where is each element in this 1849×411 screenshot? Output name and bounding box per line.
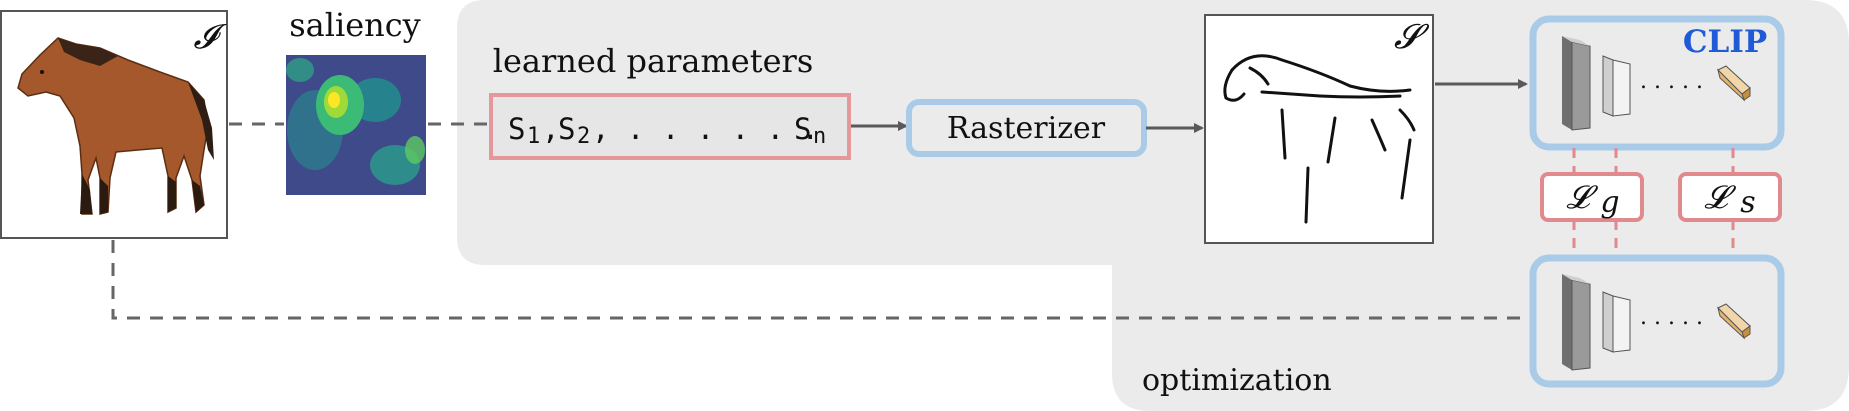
param-s1-sub: 1 (527, 124, 540, 149)
clip-layer-medium-bottom (1602, 291, 1631, 353)
dashed-connector-image-clip-bottom (111, 240, 1530, 320)
clip-dots-bottom: . . . . . (1640, 305, 1703, 330)
param-sn: S (794, 112, 811, 146)
rasterizer-label: Rasterizer (947, 111, 1106, 146)
clip-layer-small-bottom (1717, 303, 1751, 340)
input-image-panel: 𝓘 (0, 10, 228, 239)
semantic-loss-subscript: s (1740, 185, 1755, 220)
semantic-loss: 𝓛 s (1678, 172, 1782, 222)
param-sn-sub: n (813, 124, 826, 149)
learned-parameters-group: learned parameters S 1 , S 2 , . . . . .… (489, 42, 851, 160)
clip-layer-small-top (1717, 65, 1751, 102)
learned-parameters-box (489, 93, 851, 160)
clip-layer-large-top (1562, 36, 1591, 131)
clip-label: CLIP (1683, 24, 1767, 60)
param-s1: S (508, 112, 525, 146)
optimization-label: optimization (1142, 363, 1332, 398)
param-comma: , (542, 112, 559, 146)
saliency-label: saliency (289, 6, 421, 44)
geometric-loss: 𝓛 g (1540, 172, 1644, 222)
saliency-panel: saliency (286, 6, 426, 195)
clip-layer-medium-top (1602, 55, 1631, 117)
horse-photo (17, 37, 214, 215)
clip-layer-large-bottom (1562, 274, 1591, 371)
learned-parameters-title: learned parameters (493, 42, 813, 80)
param-s2-sub: 2 (577, 124, 590, 149)
param-ellipsis: , . . . . . . (592, 112, 819, 146)
clip-dots-top: . . . . . (1640, 69, 1703, 94)
clip-encoder-top: CLIP . . . . . (1529, 15, 1785, 151)
loss-connectors (1572, 148, 1735, 256)
horse-sketch (1223, 54, 1416, 224)
param-s2: S (558, 112, 575, 146)
rasterizer-block: Rasterizer (906, 99, 1147, 157)
sketch-panel: 𝓢 (1204, 14, 1434, 244)
geometric-loss-subscript: g (1600, 185, 1619, 220)
clip-encoder-bottom: . . . . . (1529, 254, 1785, 388)
